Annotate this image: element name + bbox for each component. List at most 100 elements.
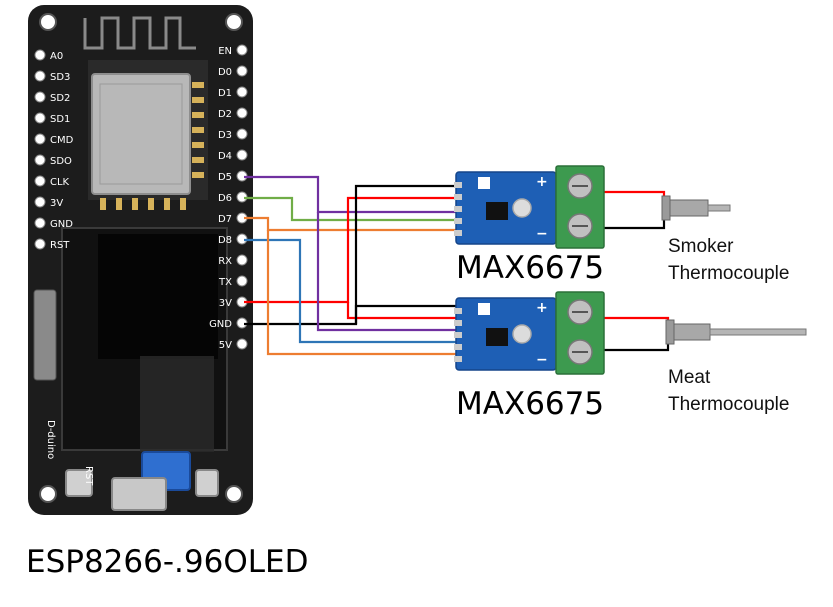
pin-hole (236, 338, 248, 350)
pin-label: D5 (218, 172, 232, 183)
oled-display (33, 227, 228, 452)
pin-hole (34, 175, 46, 187)
pin-hole (34, 154, 46, 166)
pin-hole (34, 133, 46, 145)
wire-3v-red-module2 (346, 302, 456, 320)
pin-label: CLK (50, 177, 70, 188)
oled-ribbon (140, 356, 214, 452)
pin-hole (34, 70, 46, 82)
pin-label: RX (218, 256, 232, 267)
pin-label: D6 (218, 193, 232, 204)
module-plus-label: + (536, 300, 548, 316)
esp-shield-outline (99, 83, 183, 185)
wire-d5-purple-module1 (244, 175, 456, 214)
pin-label: CMD (50, 135, 74, 146)
oled-screen (98, 234, 218, 359)
pin-label: TX (218, 277, 232, 288)
pin-label: D8 (218, 235, 232, 246)
wire-3v-red-module1 (244, 196, 456, 304)
mounting-hole (512, 324, 532, 344)
micro-usb-port (111, 477, 167, 511)
pin-label: RST (50, 240, 70, 251)
meat-thermocouple-probe (665, 319, 807, 345)
module-marker (478, 177, 490, 189)
wire-d7-orange-module1 (244, 216, 456, 232)
pin-label: GND (209, 319, 232, 330)
pin-label: 5V (219, 340, 232, 351)
pin-hole (236, 65, 248, 77)
wire-tc1-black (600, 216, 666, 230)
pin-label: SDO (50, 156, 72, 167)
wire-tc2-black (600, 340, 670, 352)
pin-hole (34, 238, 46, 250)
pin-hole (34, 112, 46, 124)
module-header-pins (454, 308, 462, 362)
pin-label: 3V (219, 298, 232, 309)
pin-label: EN (218, 46, 232, 57)
max6675-module-2: + − (454, 291, 605, 375)
board-side-text: D-duino (45, 420, 56, 459)
smoker-label-line1: Smoker (668, 236, 734, 257)
wire-gnd-black-module2 (354, 304, 456, 324)
pin-hole (34, 91, 46, 103)
pin-label: D1 (218, 88, 232, 99)
pin-hole (236, 149, 248, 161)
wire-gnd-black-module1 (244, 184, 456, 326)
esp-module (88, 60, 208, 210)
module-minus-label: − (536, 352, 548, 368)
module-2-label: MAX6675 (456, 386, 604, 422)
pin-hole (236, 254, 248, 266)
pin-label: D3 (218, 130, 232, 141)
module-minus-label: − (536, 226, 548, 242)
reset-label: RST (83, 466, 94, 486)
wire-d7-orange-module2 (266, 230, 456, 356)
mounting-hole (39, 485, 57, 503)
board-caption: ESP8266-.96OLED (26, 544, 308, 580)
flash-button (195, 469, 219, 497)
pin-label: D2 (218, 109, 232, 120)
pin-label: SD2 (50, 93, 70, 104)
module-1-label: MAX6675 (456, 250, 604, 286)
pin-hole (236, 128, 248, 140)
pin-label: SD3 (50, 72, 70, 83)
meat-label-line2: Thermocouple (668, 394, 789, 415)
smoker-thermocouple-probe (661, 195, 731, 221)
pin-hole (236, 107, 248, 119)
reset-button (65, 469, 93, 497)
wire-tc2-red (600, 316, 670, 324)
esp-shield-can (91, 73, 191, 195)
mounting-hole (512, 198, 532, 218)
meat-label-line1: Meat (668, 367, 711, 388)
pin-label: A0 (50, 51, 63, 62)
mounting-hole (225, 485, 243, 503)
battery-connector (33, 289, 57, 381)
max6675-chip (486, 328, 508, 346)
pin-hole (236, 44, 248, 56)
pin-label: 3V (50, 198, 63, 209)
pin-hole (236, 275, 248, 287)
antenna-trace (83, 16, 196, 50)
wire-tc1-red (600, 190, 666, 200)
pin-label: GND (50, 219, 73, 230)
pin-hole (34, 196, 46, 208)
mounting-hole (225, 13, 243, 31)
pin-label: SD1 (50, 114, 70, 125)
module-plus-label: + (536, 174, 548, 190)
module-header-pins (454, 182, 462, 236)
pin-hole (34, 217, 46, 229)
max6675-module-1: + − (454, 165, 605, 249)
pin-label: D7 (218, 214, 232, 225)
pin-hole (236, 86, 248, 98)
smoker-label-line2: Thermocouple (668, 263, 789, 284)
module-marker (478, 303, 490, 315)
pin-label: D4 (218, 151, 232, 162)
wire-d5-purple-module2 (316, 212, 456, 332)
wires (244, 175, 670, 356)
wire-d8-blue-module2 (244, 238, 456, 344)
pin-hole (34, 49, 46, 61)
wire-d6-green-module1 (244, 196, 456, 222)
